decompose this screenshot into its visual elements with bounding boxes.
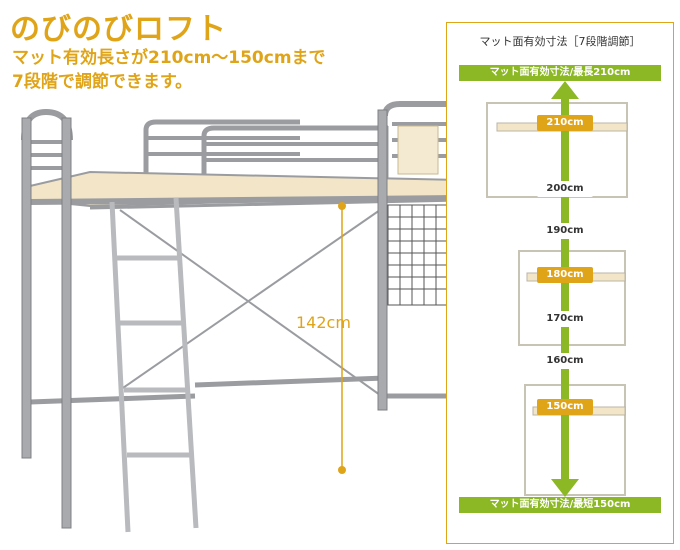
size-label-180: 180cm xyxy=(537,267,593,283)
bed-height-label: 142cm xyxy=(296,313,351,332)
mattress-size-panel: マット面有効寸法［7段階調節］ マット面有効寸法/最長210cm マット面有効寸… xyxy=(446,22,674,544)
size-label-190: 190cm xyxy=(537,223,593,239)
subtitle-line-1: マット有効長さが210cm〜150cmまで xyxy=(12,48,326,68)
top-bar: マット面有効寸法/最長210cm xyxy=(459,65,661,81)
size-label-150: 150cm xyxy=(537,399,593,415)
adjustment-diagram xyxy=(486,81,628,497)
bottom-bar: マット面有効寸法/最短150cm xyxy=(459,497,661,513)
size-label-160: 160cm xyxy=(537,353,593,369)
headline-subtitle: マット有効長さが210cm〜150cmまで 7段階で調節できます。 xyxy=(12,46,326,94)
panel-title: マット面有効寸法［7段階調節］ xyxy=(479,35,641,48)
size-label-200: 200cm xyxy=(537,181,593,197)
loft-bed-illustration xyxy=(21,101,460,533)
headline-title: のびのびロフト xyxy=(10,12,227,47)
size-label-170: 170cm xyxy=(537,311,593,327)
subtitle-line-2: 7段階で調節できます。 xyxy=(12,72,193,92)
size-label-210: 210cm xyxy=(537,115,593,131)
